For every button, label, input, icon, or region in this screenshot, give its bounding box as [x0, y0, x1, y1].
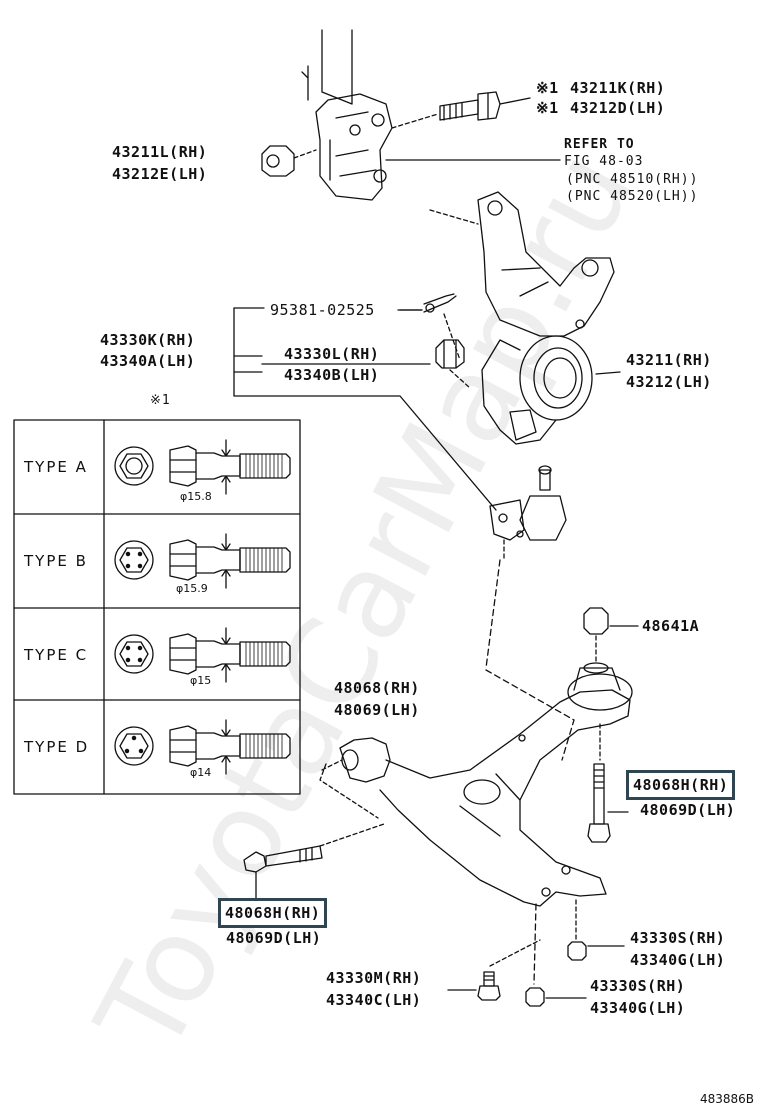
steering-knuckle — [429, 191, 621, 445]
highlight-48068H-rear: 48068H(RH) — [626, 770, 736, 800]
bolt-43330M — [447, 939, 541, 1001]
label-43340C-lh: 43340C(LH) — [326, 991, 422, 1009]
type-c-dim: φ15 — [190, 674, 212, 687]
label-43340G-lh-lower: 43340G(LH) — [590, 999, 686, 1017]
label-mark-1a: ※1 — [536, 79, 559, 97]
label-43330K-rh: 43330K(RH) — [100, 331, 196, 349]
nut-43330S-upper — [567, 899, 625, 961]
label-48069D-lh-front: 48069D(LH) — [226, 929, 322, 947]
cotter-pin — [397, 293, 461, 361]
label-43340G-lh-upper: 43340G(LH) — [630, 951, 726, 969]
label-43211L-rh: 43211L(RH) — [112, 143, 208, 161]
bolt-48068H-front — [243, 823, 385, 899]
wheel-bolt-type-a — [114, 439, 291, 495]
label-43340B-lh: 43340B(LH) — [284, 366, 380, 384]
type-table — [13, 419, 301, 795]
figure-number: 483886B — [699, 1092, 754, 1106]
nut-48641A — [583, 607, 639, 665]
label-43212D-lh: 43212D(LH) — [570, 99, 666, 117]
ball-joint — [485, 465, 575, 761]
wheel-bolt-type-d — [114, 719, 291, 775]
bolt-48068H-rear — [587, 763, 629, 843]
bolt-43211K — [391, 91, 531, 129]
type-c-label: TYPE C — [24, 646, 89, 664]
type-b-dim: φ15.9 — [176, 582, 208, 595]
label-43212-lh: 43212(LH) — [626, 373, 712, 391]
type-a-label: TYPE A — [24, 458, 88, 476]
label-43330S-rh-lower: 43330S(RH) — [590, 977, 686, 995]
label-48068-rh: 48068(RH) — [334, 679, 420, 697]
type-a-dim: φ15.8 — [180, 490, 212, 503]
label-43211-rh: 43211(RH) — [626, 351, 712, 369]
label-43211K-rh: 43211K(RH) — [570, 79, 666, 97]
label-mark-1b: ※1 — [536, 99, 559, 117]
label-fig-48-03: FIG 48-03 — [564, 154, 644, 169]
type-table-header: ※1 — [150, 393, 171, 408]
label-48069D-lh-rear: 48069D(LH) — [640, 801, 736, 819]
wheel-bolt-type-c — [114, 627, 291, 683]
label-48068H-rh-rear: 48068H(RH) — [633, 776, 729, 794]
nut-43211L — [261, 145, 317, 177]
label-pnc-48520: (PNC 48520(LH)) — [566, 189, 699, 204]
joint-nut — [435, 339, 471, 389]
label-43330L-rh: 43330L(RH) — [284, 345, 380, 363]
label-48069-lh: 48069(LH) — [334, 701, 420, 719]
type-d-dim: φ14 — [190, 766, 212, 779]
label-refer-to: REFER TO — [564, 137, 635, 152]
label-cotter-pin: 95381-02525 — [270, 301, 375, 319]
label-43330M-rh: 43330M(RH) — [326, 969, 422, 987]
label-pnc-48510: (PNC 48510(RH)) — [566, 172, 699, 187]
highlight-48068H-front: 48068H(RH) — [218, 898, 328, 928]
wheel-bolt-type-b — [114, 533, 291, 589]
label-48068H-rh-front: 48068H(RH) — [225, 904, 321, 922]
lower-control-arm — [319, 662, 633, 907]
label-43330S-rh-upper: 43330S(RH) — [630, 929, 726, 947]
type-b-label: TYPE B — [24, 552, 88, 570]
label-48641A: 48641A — [642, 617, 700, 635]
label-43212E-lh: 43212E(LH) — [112, 165, 208, 183]
strut-assembly — [301, 29, 393, 201]
label-43340A-lh: 43340A(LH) — [100, 352, 196, 370]
nut-43330S-lower — [525, 903, 587, 1007]
type-d-label: TYPE D — [24, 738, 90, 756]
